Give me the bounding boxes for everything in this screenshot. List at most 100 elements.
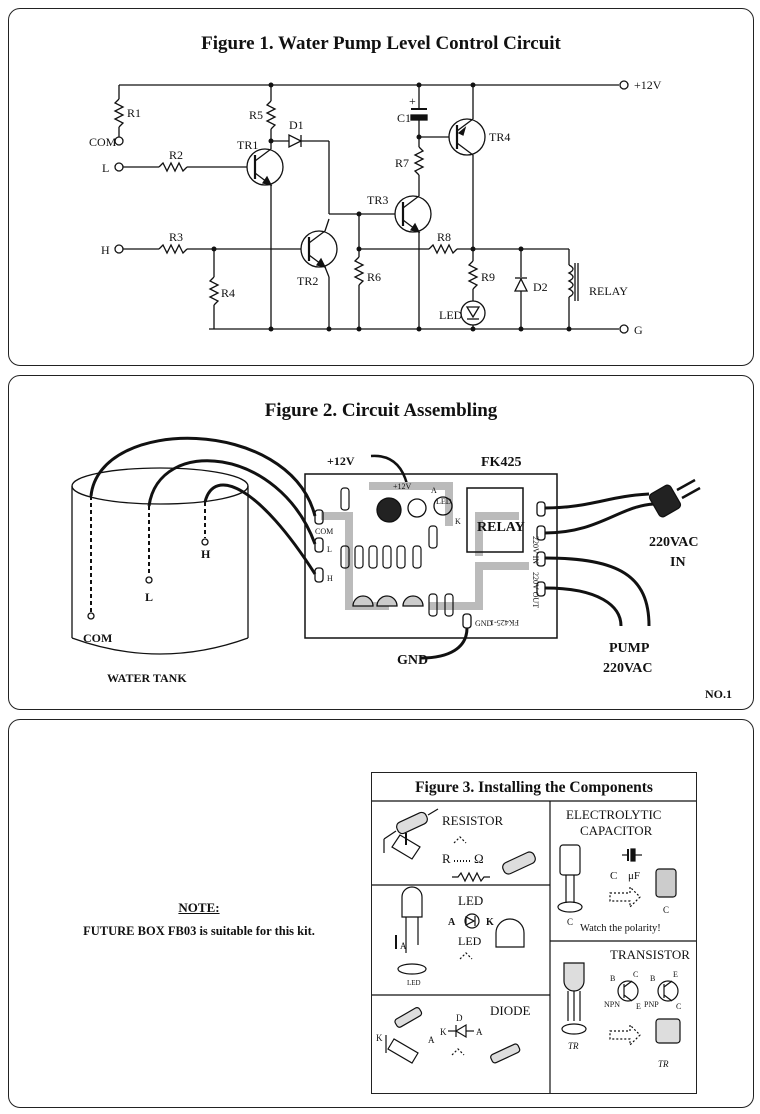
board-relay-label: RELAY bbox=[477, 520, 525, 535]
led-a-pin: A bbox=[400, 941, 407, 951]
led-symbol bbox=[460, 300, 486, 326]
d2-diode bbox=[513, 277, 529, 292]
resistor-ohm-label: Ω bbox=[474, 851, 484, 866]
r4-label: R4 bbox=[221, 286, 235, 300]
r2-label: R2 bbox=[169, 148, 183, 162]
r9-resistor bbox=[467, 260, 479, 290]
l-label: L bbox=[102, 161, 109, 175]
transistor-heading: TRANSISTOR bbox=[610, 947, 690, 962]
l-wire bbox=[147, 459, 317, 545]
in-terminal-1 bbox=[536, 501, 546, 517]
v12-label: +12V bbox=[634, 78, 662, 92]
d1-label: D1 bbox=[289, 118, 304, 132]
figure3-panel: NOTE: FUTURE BOX FB03 is suitable for th… bbox=[8, 719, 754, 1108]
r7-resistor bbox=[413, 146, 425, 176]
gnd-wire bbox=[420, 627, 469, 660]
npn-b: B bbox=[610, 974, 615, 983]
power-in-label-top: 220VAC bbox=[649, 535, 699, 550]
page-number: NO.1 bbox=[705, 687, 732, 701]
note-block: NOTE: FUTURE BOX FB03 is suitable for th… bbox=[69, 900, 329, 939]
led-icon bbox=[395, 886, 427, 975]
d2-label: D2 bbox=[533, 280, 548, 294]
note-heading: NOTE: bbox=[178, 900, 220, 915]
capacitor-uf-label: μF bbox=[628, 870, 640, 882]
diode-heading: DIODE bbox=[490, 1003, 530, 1018]
circuit-schematic: +12V G R1 COM L R2 TR1 R5 bbox=[89, 78, 662, 337]
relay-label: RELAY bbox=[589, 284, 628, 298]
power-in-wire-2 bbox=[544, 502, 655, 535]
gnd-label: GND bbox=[397, 653, 428, 668]
board-transistor-2 bbox=[376, 595, 398, 607]
assembly-drawing: COM L H WATER TANK FK425 +12V COM L H bbox=[71, 436, 732, 701]
tr1-transistor bbox=[246, 148, 284, 186]
r8-label: R8 bbox=[437, 230, 451, 244]
board-transistor-1 bbox=[352, 595, 374, 607]
pnp-b: B bbox=[650, 974, 655, 983]
tr1-label: TR1 bbox=[237, 138, 258, 152]
tr3-label: TR3 bbox=[367, 193, 388, 207]
pnp-e: E bbox=[673, 970, 678, 979]
tank-h-label: H bbox=[201, 547, 211, 561]
board-led-k: K bbox=[455, 517, 461, 526]
r6-resistor bbox=[353, 256, 365, 286]
diode-a-pin: A bbox=[428, 1035, 435, 1045]
board-led-a: A bbox=[431, 486, 437, 495]
l-terminal bbox=[114, 162, 124, 172]
g-terminal bbox=[619, 324, 629, 334]
npn-c: C bbox=[633, 970, 638, 979]
r5-label: R5 bbox=[249, 108, 263, 122]
figure1-title: Figure 1. Water Pump Level Control Circu… bbox=[201, 33, 561, 54]
r1-label: R1 bbox=[127, 106, 141, 120]
board-code: FK425-1 bbox=[490, 618, 519, 627]
led-symbol-k: K bbox=[486, 917, 494, 928]
c1-plus: + bbox=[409, 94, 416, 108]
note-text: FUTURE BOX FB03 is suitable for this kit… bbox=[83, 924, 315, 938]
figure3-title: Figure 3. Installing the Components bbox=[415, 779, 653, 796]
r7-label: R7 bbox=[395, 156, 409, 170]
com-terminal bbox=[114, 136, 124, 146]
tr4-label: TR4 bbox=[489, 130, 510, 144]
r2-resistor bbox=[158, 161, 188, 173]
com-label: COM bbox=[89, 135, 117, 149]
pnp-c: C bbox=[676, 1002, 681, 1011]
resistor-icon bbox=[383, 808, 439, 860]
tank-l-label: L bbox=[145, 590, 153, 604]
tank-com-label: COM bbox=[83, 631, 112, 645]
tr2-label: TR2 bbox=[297, 274, 318, 288]
water-tank bbox=[71, 467, 249, 655]
figure3-box: Figure 3. Installing the Components RESI… bbox=[371, 772, 697, 1094]
com-wire bbox=[89, 436, 317, 517]
r4-resistor bbox=[208, 276, 220, 306]
board-relay bbox=[466, 487, 524, 553]
capacitor-heading-1: ELECTROLYTIC bbox=[566, 807, 661, 822]
capacitor-icon bbox=[557, 844, 583, 913]
transistor-bent-label: TR bbox=[658, 1059, 669, 1069]
r1-resistor bbox=[113, 98, 125, 128]
diode-symbol-a: A bbox=[476, 1027, 483, 1037]
board-l-label: L bbox=[327, 545, 332, 554]
pump-label-top: PUMP bbox=[609, 641, 650, 656]
led-label: LED bbox=[439, 308, 463, 322]
r3-label: R3 bbox=[169, 230, 183, 244]
board-led-label: LED bbox=[436, 497, 452, 506]
h-wire bbox=[203, 483, 317, 575]
board-transistor-4 bbox=[407, 498, 427, 518]
pnp-label: PNP bbox=[644, 1000, 659, 1009]
water-tank-label: WATER TANK bbox=[107, 671, 187, 685]
resistor-heading: RESISTOR bbox=[442, 813, 503, 828]
v12-label: +12V bbox=[327, 454, 355, 468]
components-guide: RESISTOR R Ω LED bbox=[372, 800, 696, 1093]
capacitor-heading-2: CAPACITOR bbox=[580, 823, 653, 838]
pump-wire-2 bbox=[544, 586, 623, 627]
resistor-symbol bbox=[452, 871, 490, 883]
power-in-label-bottom: IN bbox=[670, 555, 686, 570]
model-label: FK425 bbox=[481, 455, 521, 470]
board-capacitor bbox=[376, 497, 402, 523]
led-bent-icon bbox=[495, 918, 525, 948]
resistor-r-label: R bbox=[442, 851, 451, 866]
r6-label: R6 bbox=[367, 270, 381, 284]
npn-label: NPN bbox=[604, 1000, 620, 1009]
npn-e: E bbox=[636, 1002, 641, 1011]
capacitor-bent-icon bbox=[655, 868, 677, 898]
board-v12-label: +12V bbox=[393, 482, 412, 491]
